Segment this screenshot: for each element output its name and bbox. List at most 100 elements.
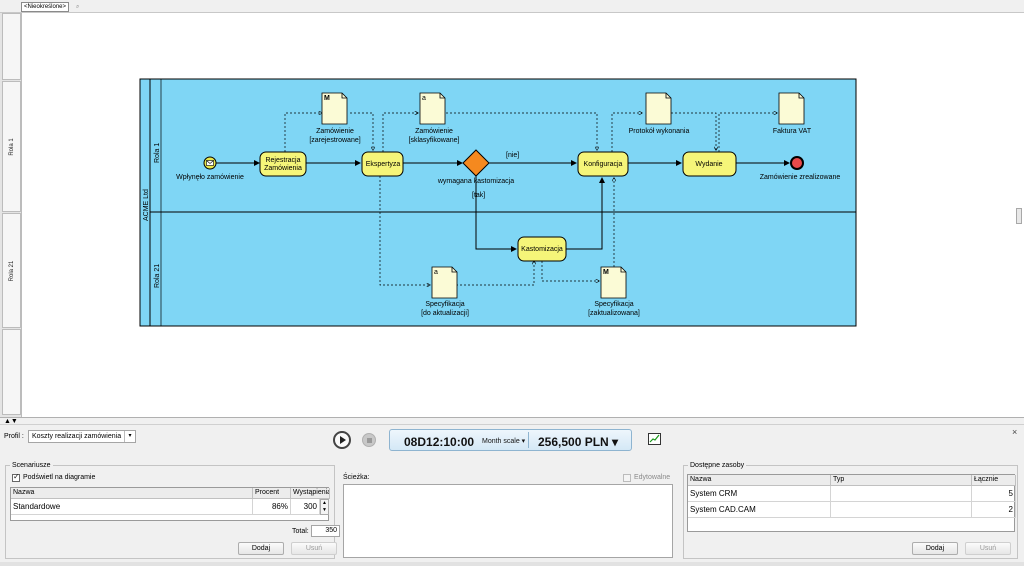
- document-order-registered-label-2: [zarejestrowane]: [309, 137, 360, 144]
- splitter-arrows-icon[interactable]: ▲▼: [4, 418, 18, 425]
- cost-dropdown[interactable]: 256,500 PLN ▾: [538, 435, 619, 449]
- document-order-registered-mark: M: [324, 95, 330, 102]
- document-spec-updated-mark: M: [603, 269, 609, 276]
- table-row[interactable]: System CAD.CAM: [688, 502, 831, 518]
- document-invoice-label: Faktura VAT: [773, 128, 812, 135]
- ruler-label-role-21: Rola 21: [8, 260, 15, 281]
- scenarios-col-name[interactable]: Nazwa: [11, 488, 253, 499]
- vertical-ruler: Rola 1 Rola 21: [0, 13, 22, 417]
- status-divider: [528, 432, 529, 448]
- document-spec-updated-label-1: Specyfikacja: [594, 301, 633, 308]
- total-label: Total:: [292, 528, 309, 535]
- document-spec-to-update-icon[interactable]: a: [431, 266, 458, 299]
- profile-select[interactable]: Koszty realizacji zamówienia ▾: [28, 430, 136, 443]
- task-customization-label: Kastomizacja: [521, 246, 563, 253]
- task-configuration[interactable]: [577, 151, 629, 177]
- gateway-label: wymagana kastomizacja: [437, 178, 514, 185]
- add-scenario-button[interactable]: Dodaj: [238, 542, 284, 555]
- end-event[interactable]: [790, 156, 804, 170]
- path-area[interactable]: [343, 484, 673, 558]
- pool-acme[interactable]: [139, 78, 857, 327]
- scenarios-col-occurrences[interactable]: Wystąpienia: [291, 488, 330, 499]
- resources-col-type[interactable]: Typ: [831, 475, 972, 486]
- start-event-label: Wpłynęło zamówienie: [176, 174, 244, 181]
- task-register-order-label-1: Rejestracja: [265, 157, 300, 164]
- remove-scenario-button[interactable]: Usuń: [291, 542, 337, 555]
- document-order-classified-label-1: Zamówienie: [415, 128, 453, 135]
- task-release[interactable]: [682, 151, 737, 177]
- task-register-order[interactable]: [259, 151, 307, 177]
- occurrences-stepper[interactable]: ▲▼: [320, 499, 329, 515]
- resource-type-cell[interactable]: [831, 486, 972, 502]
- ruler-cell-role-1[interactable]: Rola 1: [2, 81, 21, 212]
- profile-select-value: Koszty realizacji zamówienia: [32, 433, 122, 440]
- resources-title: Dostępne zasoby: [688, 461, 747, 470]
- document-spec-updated-icon[interactable]: M: [600, 266, 627, 299]
- bpmn-diagram[interactable]: ACME Ltd Rola 1 Rola 21: [22, 13, 1024, 417]
- simulation-time: 08D12:10:00: [404, 435, 475, 449]
- scenarios-title: Scenariusze: [10, 461, 53, 470]
- stop-simulation-button[interactable]: [362, 433, 376, 447]
- undefined-tab[interactable]: <Nieokreślone>: [21, 2, 70, 12]
- scenarios-group: Scenariusze Podświetl na diagramie Nazwa…: [5, 461, 340, 559]
- ruler-cell-role-21[interactable]: Rola 21: [2, 213, 21, 328]
- scale-dropdown[interactable]: Month scale ▾: [482, 438, 526, 445]
- resource-type-cell[interactable]: [831, 502, 972, 518]
- task-customization[interactable]: [517, 236, 567, 262]
- document-spec-updated-label-2: [zaktualizowana]: [588, 310, 640, 317]
- document-order-registered-label-1: Zamówienie: [316, 128, 354, 135]
- close-icon[interactable]: ×: [1012, 427, 1018, 437]
- table-row[interactable]: Standardowe: [11, 499, 253, 515]
- document-invoice-icon[interactable]: [778, 92, 805, 125]
- document-spec-to-update-label-2: [do aktualizacji]: [421, 310, 469, 317]
- resources-table[interactable]: Nazwa Typ Łącznie System CRM 5 System CA…: [687, 474, 1016, 532]
- resources-col-total[interactable]: Łącznie: [972, 475, 1016, 486]
- resources-col-name[interactable]: Nazwa: [688, 475, 831, 486]
- scenarios-table[interactable]: Nazwa Procent Wystąpienia Standardowe 86…: [10, 487, 330, 521]
- flow-label-yes: [tak]: [472, 192, 485, 199]
- task-register-order-label-2: Zamówienia: [264, 165, 302, 172]
- highlight-checkbox[interactable]: [12, 472, 20, 482]
- document-order-classified-icon[interactable]: a: [419, 92, 446, 125]
- search-icon[interactable]: ⌕: [76, 4, 80, 10]
- remove-resource-button[interactable]: Usuń: [965, 542, 1011, 555]
- chart-icon[interactable]: [648, 433, 661, 445]
- diagram-header-strip: <Nieokreślone> ⌕: [0, 0, 1024, 13]
- resource-total-cell[interactable]: 2: [972, 502, 1016, 518]
- ruler-cell-empty-bottom: [2, 329, 21, 415]
- document-order-classified-label-2: [sklasyfikowane]: [409, 137, 460, 144]
- document-protocol-label: Protokół wykonania: [629, 128, 690, 135]
- task-expertise[interactable]: [361, 151, 404, 177]
- simulation-status-box: 08D12:10:00 Month scale ▾ 256,500 PLN ▾: [389, 429, 632, 451]
- document-spec-to-update-label-1: Specyfikacja: [425, 301, 464, 308]
- flow-label-no: [nie]: [506, 152, 519, 159]
- editable-label: Edytowalne: [634, 474, 671, 481]
- editable-checkbox[interactable]: [623, 474, 631, 482]
- scenarios-col-percent[interactable]: Procent: [253, 488, 291, 499]
- highlight-label: Podświetl na diagramie: [23, 474, 96, 481]
- diagram-canvas[interactable]: ACME Ltd Rola 1 Rola 21: [22, 13, 1024, 417]
- ruler-cell-empty: [2, 13, 21, 80]
- chevron-down-icon[interactable]: ▾: [124, 431, 135, 442]
- play-simulation-button[interactable]: [333, 431, 351, 449]
- end-event-label: Zamówienie zrealizowane: [760, 174, 841, 181]
- task-release-label: Wydanie: [695, 161, 722, 168]
- resource-total-cell[interactable]: 5: [972, 486, 1016, 502]
- document-order-registered-icon[interactable]: M: [321, 92, 348, 125]
- path-label: Ścieżka:: [343, 474, 370, 481]
- scenario-occurrences-cell[interactable]: 300: [291, 499, 320, 515]
- gateway-customization-required[interactable]: [462, 149, 490, 177]
- ruler-label-role-1: Rola 1: [8, 137, 15, 156]
- panel-splitter[interactable]: ▲▼: [0, 417, 1024, 425]
- scenario-percent-cell[interactable]: 86%: [253, 499, 291, 515]
- document-spec-to-update-mark: a: [434, 269, 438, 276]
- status-bar: [0, 562, 1024, 566]
- lane-label-role-1: Rola 1: [154, 143, 161, 163]
- add-resource-button[interactable]: Dodaj: [912, 542, 958, 555]
- resources-group: Dostępne zasoby Nazwa Typ Łącznie System…: [683, 461, 1018, 559]
- table-row[interactable]: System CRM: [688, 486, 831, 502]
- task-expertise-label: Ekspertyza: [366, 161, 401, 168]
- lane-label-role-21: Rola 21: [154, 264, 161, 288]
- canvas-scroll-grip[interactable]: [1016, 208, 1022, 224]
- document-protocol-icon[interactable]: [645, 92, 672, 125]
